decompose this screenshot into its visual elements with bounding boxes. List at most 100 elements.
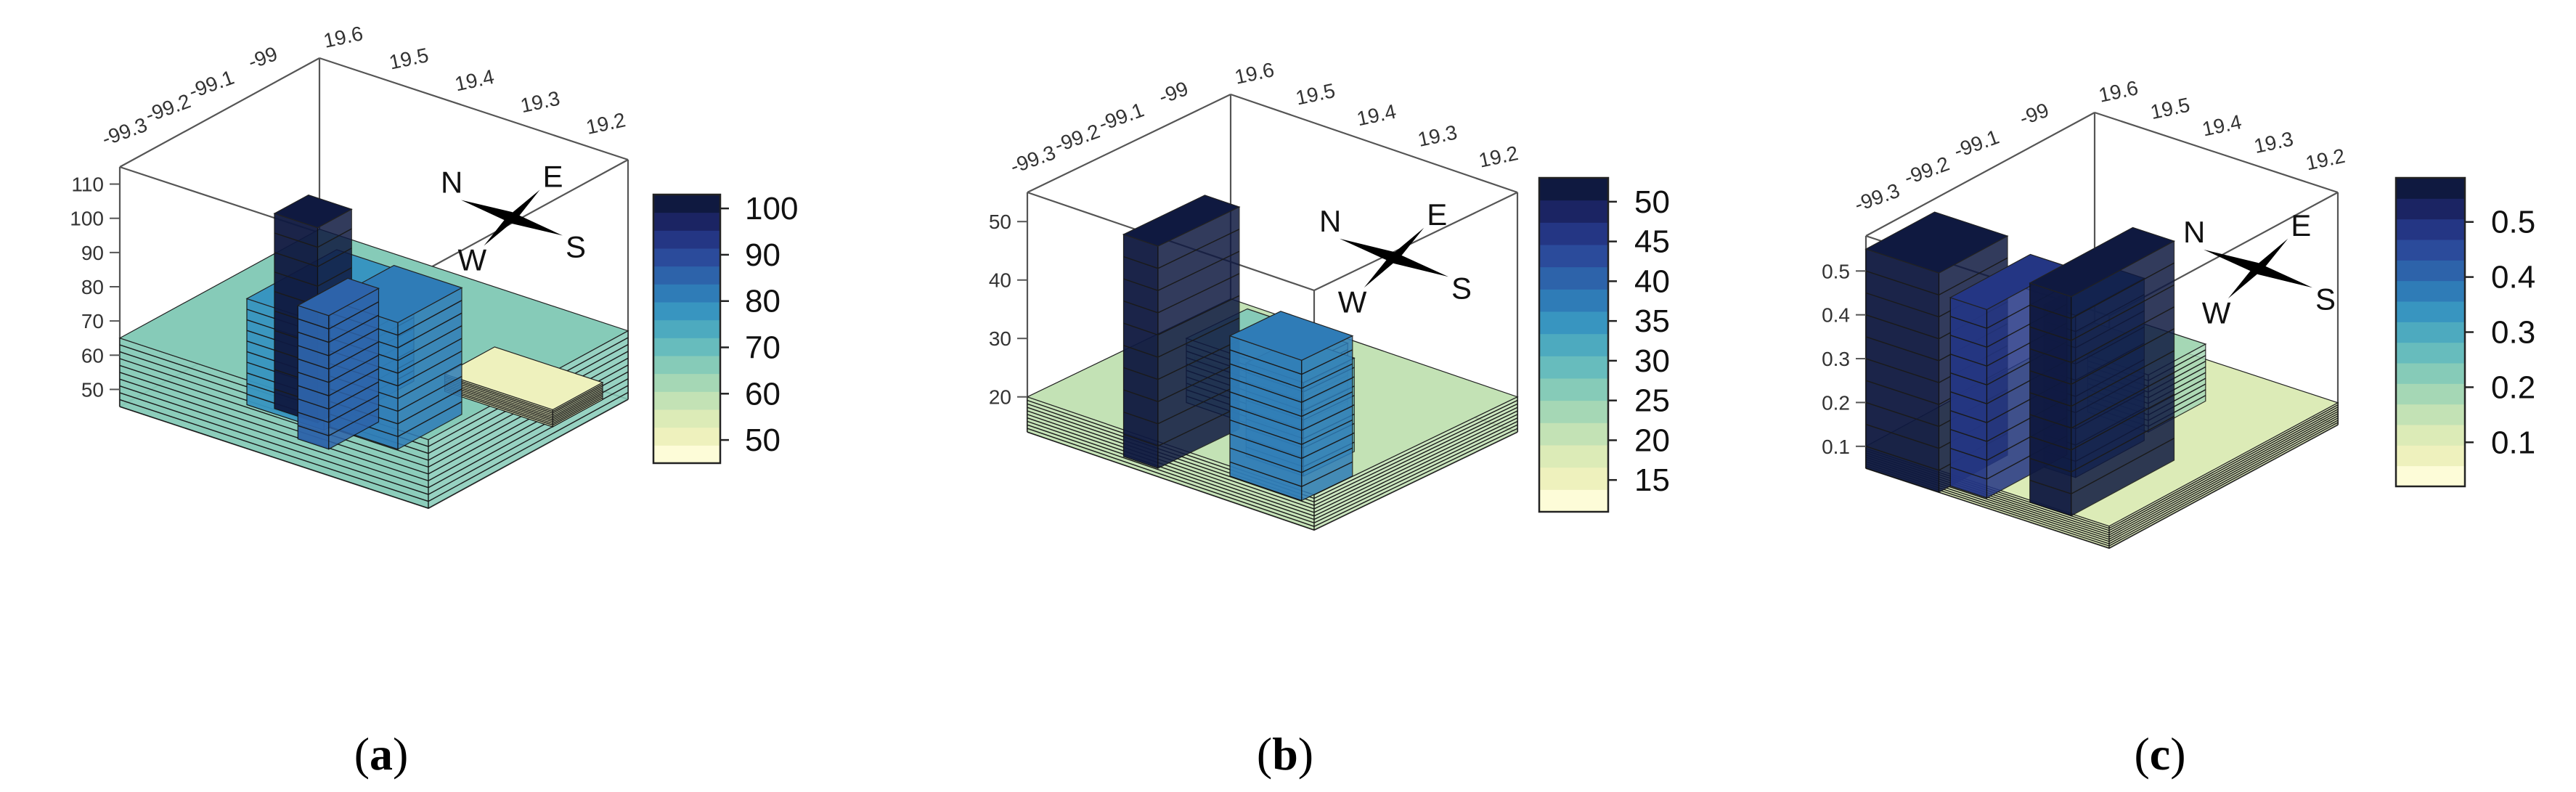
contour-line — [1229, 433, 1353, 460]
z-tick-label: 80 — [81, 276, 104, 298]
contour-line — [298, 394, 379, 423]
z-tick-label: 20 — [989, 386, 1011, 409]
contour-line — [1123, 295, 1240, 336]
compass-label-e: E — [543, 160, 563, 194]
panel-caption: (b) — [1257, 728, 1313, 780]
colorbar-tick-label: 100 — [745, 191, 798, 226]
colorbar-tick-label: 40 — [1634, 264, 1670, 299]
contour-line — [1229, 391, 1353, 417]
colorbar-swatch — [1539, 311, 1608, 335]
colorbar-swatch — [1539, 266, 1608, 290]
x-tick-label: -99 — [1156, 77, 1191, 108]
colorbar-tick-label: 35 — [1634, 303, 1670, 339]
panel-caption: (a) — [354, 728, 409, 780]
colorbar-swatch — [2396, 280, 2465, 302]
y-tick-label: 19.2 — [584, 108, 628, 139]
colorbar-frame — [652, 193, 722, 465]
z-tick-label: 0.4 — [1822, 304, 1850, 327]
compass-label-e: E — [1427, 197, 1447, 232]
contour-line — [444, 375, 603, 412]
y-tick-label: 19.6 — [2097, 76, 2140, 107]
compass-label-w: W — [2202, 295, 2231, 330]
contour-line — [2029, 350, 2174, 407]
colorbar-swatch — [653, 302, 720, 321]
bar-block — [443, 346, 604, 428]
colorbar-tick-label: 50 — [1634, 184, 1670, 220]
x-tick-label: -99 — [245, 42, 281, 73]
x-tick-label: -99.1 — [1096, 98, 1147, 135]
colorbar-swatch — [1539, 489, 1608, 513]
contour-line — [1027, 420, 1518, 520]
contour-line — [298, 341, 379, 370]
compass-label-n: N — [2183, 215, 2205, 249]
colorbar-swatch — [2396, 404, 2465, 425]
colorbar-swatch — [2396, 383, 2465, 405]
bar-block — [1228, 311, 1354, 502]
y-tick-label: 19.4 — [2200, 110, 2243, 141]
contour-line — [444, 385, 603, 422]
colorbar-tick-label: 50 — [745, 422, 780, 458]
contour-line — [1229, 405, 1353, 431]
compass-needle-ew — [2227, 238, 2288, 299]
colorbar-swatch — [2396, 342, 2465, 364]
contour-line — [298, 327, 379, 356]
contour-line — [1865, 257, 2008, 296]
z-tick-label: 110 — [71, 173, 104, 196]
colorbar-swatch — [653, 409, 720, 428]
compass-needle-ew — [484, 189, 540, 246]
contour-line — [119, 391, 629, 502]
colorbar-swatch — [2396, 301, 2465, 322]
compass-label-w: W — [1338, 285, 1367, 319]
contour-line — [1123, 362, 1240, 402]
colorbar-swatch — [653, 338, 720, 356]
y-tick-label: 19.2 — [1477, 142, 1520, 172]
colorbar-swatch — [2396, 178, 2465, 199]
contour-line — [1027, 428, 1518, 527]
colorbar-tick-label: 20 — [1634, 422, 1670, 458]
caption-letter: c — [2150, 728, 2170, 780]
colorbar-swatch — [2396, 465, 2465, 487]
box-edge — [1865, 112, 2095, 237]
colorbar-tick-label: 60 — [745, 376, 780, 412]
colorbar-tick-label: 0.2 — [2491, 370, 2535, 405]
colorbar-swatch — [2396, 425, 2465, 446]
contour-line — [274, 228, 352, 248]
panel-a: -99.3-99.2-99.1-9919.619.519.419.319.250… — [70, 22, 798, 780]
z-tick-label: 50 — [989, 211, 1011, 233]
box-edge — [1027, 94, 1231, 193]
contour-line — [2029, 328, 2174, 385]
compass-label-s: S — [1451, 271, 1472, 305]
contour-line — [2029, 262, 2174, 319]
bar-block — [1122, 195, 1241, 469]
contour-line — [274, 267, 352, 287]
colorbar-swatch — [1539, 422, 1608, 446]
compass-icon: N E S W — [1319, 197, 1472, 319]
box-edge — [2094, 111, 2339, 194]
caption-letter: a — [370, 728, 393, 780]
x-tick-label: -99.3 — [1007, 141, 1059, 178]
contour-line — [444, 378, 603, 416]
contour-line — [2029, 415, 2174, 473]
contour-line — [1123, 229, 1240, 269]
panel-b: -99.3-99.2-99.1-9919.619.519.419.319.220… — [989, 58, 1670, 780]
contour-line — [2029, 393, 2174, 451]
bar-top — [2029, 226, 2176, 298]
compass-label-e: E — [2291, 208, 2311, 242]
colorbar-swatch — [653, 230, 720, 249]
contour-line — [2029, 438, 2174, 495]
bar-top — [296, 277, 380, 317]
colorbar-tick-label: 90 — [745, 237, 780, 273]
z-tick-label: 70 — [81, 310, 104, 332]
contour-line — [2029, 284, 2174, 341]
compass-label-n: N — [441, 166, 462, 200]
y-tick-label: 19.3 — [2252, 127, 2296, 158]
compass-label-n: N — [1319, 204, 1341, 238]
colorbar-swatch — [653, 212, 720, 231]
colorbar-swatch — [2396, 260, 2465, 282]
colorbar-swatch — [2396, 445, 2465, 467]
contour-line — [1229, 419, 1353, 445]
bar-top — [1228, 311, 1354, 361]
